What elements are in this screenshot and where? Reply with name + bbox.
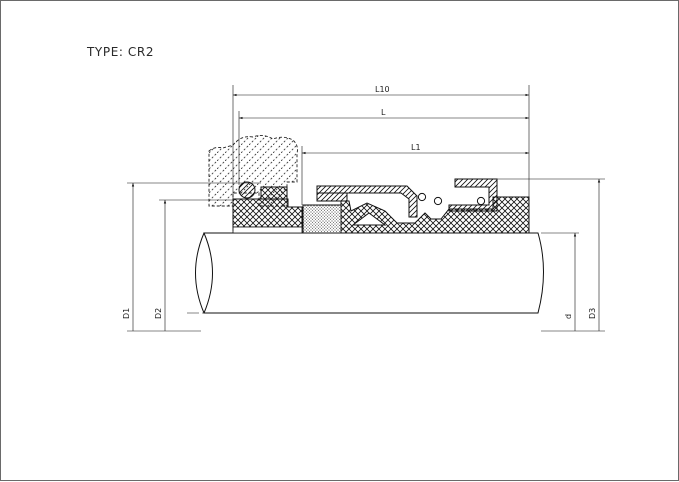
retainer-shell: [316, 185, 418, 218]
dimension-d3: D3: [497, 178, 605, 331]
dimension-d1: D1: [122, 182, 261, 332]
drive-collar: [448, 178, 498, 212]
svg-text:D3: D3: [588, 308, 597, 319]
seal-face: [302, 204, 342, 234]
svg-text:L10: L10: [375, 85, 390, 94]
svg-text:D2: D2: [154, 308, 163, 319]
svg-text:d: d: [564, 314, 573, 319]
shaft: [187, 232, 544, 314]
spring-coil-1: [417, 192, 427, 202]
spring-coil-3: [476, 196, 486, 206]
svg-text:D1: D1: [122, 308, 131, 319]
svg-text:L: L: [381, 108, 386, 117]
rotating-body: [340, 196, 530, 234]
dimension-d2: D2: [154, 199, 233, 331]
svg-text:L1: L1: [411, 143, 421, 152]
dimension-l1: L1: [301, 143, 529, 205]
dimension-l10: L10: [232, 85, 530, 231]
type-label: TYPE: CR2: [87, 45, 155, 59]
dimension-small-d: d: [541, 232, 605, 332]
spring-coil-2: [433, 196, 443, 206]
dimension-l: L: [238, 108, 529, 185]
o-ring: [238, 181, 256, 199]
